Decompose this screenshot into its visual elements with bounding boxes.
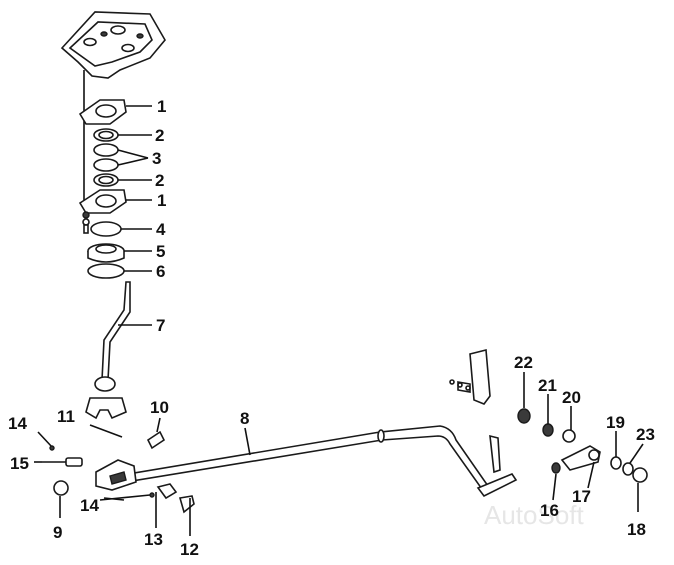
callout-10: 10 [150,398,169,417]
leader-lines [34,105,644,536]
callout-16: 16 [540,501,559,520]
callout-18: 18 [627,520,646,539]
callout-23: 23 [636,425,655,444]
callout-3: 3 [152,149,161,168]
callout-12: 12 [180,540,199,559]
bushing-20 [562,429,576,443]
callout-19: 19 [606,413,625,432]
callout-4: 4 [156,220,166,239]
pivot-bolt [146,430,166,450]
callout-14-upper: 14 [8,414,27,433]
end-bushing [53,480,69,496]
callout-8: 8 [240,409,249,428]
rod-clamp-bracket [95,459,137,491]
callout-1-upper: 1 [157,97,166,116]
callout-7: 7 [156,316,165,335]
shifter-cover-plate [60,11,166,79]
boot-seal [87,243,125,263]
gear-shift-lever [85,281,131,420]
o-rings [93,143,119,172]
spacer-19 [610,456,622,470]
callout-17: 17 [572,487,591,506]
callout-14-lower: 14 [80,496,99,515]
linkage-pin [42,457,83,467]
callout-6: 6 [156,262,165,281]
callout-20: 20 [562,388,581,407]
callout-2-upper: 2 [155,126,164,145]
retaining-ring [90,221,122,237]
small-screws [82,211,90,234]
seal-ring [87,263,125,279]
rod-end-joint [560,445,601,471]
washer-21 [542,423,554,437]
mounting-bracket [457,348,491,405]
flange-plate-lower [78,189,127,214]
washer-22 [517,408,531,424]
callout-11: 11 [57,407,75,426]
washer-23 [622,462,634,476]
ball-joint [178,495,195,514]
callout-1-lower: 1 [157,191,166,210]
clip-bracket [156,483,178,500]
cotter-pin [89,424,123,438]
bracket-hardware [449,379,471,391]
clip-pin-upper [37,431,55,451]
callout-13: 13 [144,530,163,549]
callout-9: 9 [53,523,62,542]
callout-2-lower: 2 [155,171,164,190]
callout-22: 22 [514,353,533,372]
bushing-ring-upper [93,128,119,142]
flange-plate-upper [78,99,127,125]
bushing-ring-lower [93,173,119,187]
watermark-text: AutoSoft [484,500,585,530]
callout-labels: 1 2 3 2 1 4 5 6 7 8 10 11 14 15 14 9 13 … [8,97,655,559]
callout-21: 21 [538,376,557,395]
nut-16 [551,462,561,474]
shift-rod [108,425,518,498]
callout-15: 15 [10,454,29,473]
bushing-18 [632,467,648,483]
callout-5: 5 [156,242,165,261]
